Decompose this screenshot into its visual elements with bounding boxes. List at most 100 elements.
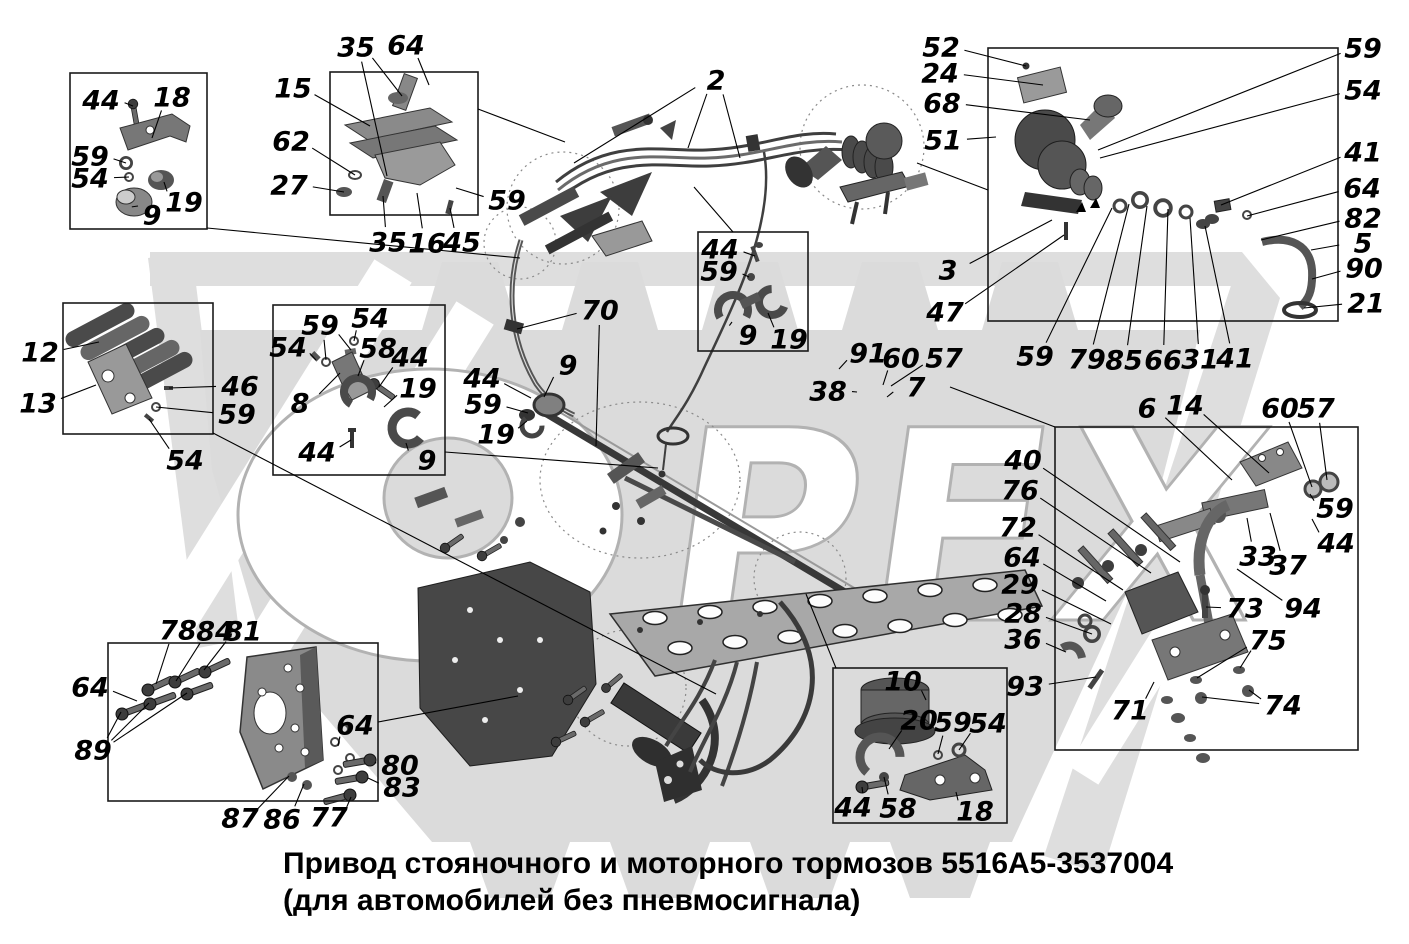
- part-label-83: 83: [383, 772, 421, 803]
- front-valve-sketch: [518, 113, 676, 257]
- part-label-2: 2: [707, 65, 726, 96]
- connector-line: [377, 695, 519, 723]
- leader-line: [405, 442, 409, 451]
- leader-line: [294, 783, 305, 807]
- leader-line: [1309, 493, 1315, 501]
- sketch-boot-lever: [65, 302, 193, 423]
- part-label-89: 89: [74, 735, 112, 766]
- pipe-bundle: [555, 131, 849, 200]
- part-label-59: 59: [934, 707, 972, 738]
- part-label-57: 57: [925, 343, 963, 374]
- leader-line: [1239, 650, 1252, 669]
- leader-line: [374, 761, 377, 764]
- leader-line: [155, 406, 214, 414]
- leader-line: [124, 102, 134, 107]
- leader-line: [1248, 689, 1262, 700]
- part-label-75: 75: [1249, 625, 1287, 656]
- part-label-70: 70: [581, 295, 619, 326]
- leader-line: [311, 147, 356, 176]
- leader-line: [346, 796, 352, 808]
- leader-line: [1303, 303, 1343, 309]
- leader-line: [110, 702, 150, 741]
- connector-line: [212, 432, 717, 695]
- part-label-5: 5: [1354, 228, 1373, 259]
- connector-line: [949, 386, 1056, 428]
- part-label-64: 64: [1003, 542, 1041, 573]
- callout-box-brake-crane: [987, 47, 1339, 322]
- leader-line: [1163, 208, 1169, 346]
- leader-line: [1042, 467, 1181, 563]
- part-label-59: 59: [1316, 493, 1354, 524]
- part-label-19: 19: [477, 419, 515, 450]
- leader-line: [1048, 676, 1097, 685]
- part-label-38: 38: [809, 376, 847, 407]
- leader-line: [1288, 421, 1313, 488]
- leader-line: [838, 359, 848, 370]
- connector-line: [477, 108, 566, 143]
- hanging-cable-sketch: [656, 151, 768, 471]
- part-label-40: 40: [1003, 445, 1042, 476]
- part-label-36: 36: [1004, 624, 1042, 655]
- part-label-44: 44: [81, 85, 120, 116]
- leader-line: [1042, 563, 1107, 602]
- leader-line: [969, 219, 1053, 264]
- part-label-41: 41: [1215, 343, 1254, 374]
- leader-line: [1319, 422, 1328, 481]
- leader-line: [1196, 646, 1248, 679]
- part-label-9: 9: [143, 200, 162, 231]
- part-label-44: 44: [390, 342, 429, 373]
- leader-line: [1269, 512, 1281, 551]
- part-label-90: 90: [1345, 253, 1383, 284]
- part-label-8: 8: [291, 388, 310, 419]
- part-label-15: 15: [274, 73, 312, 104]
- main-assembly-sketch: [414, 84, 1044, 804]
- part-label-12: 12: [21, 337, 59, 368]
- leader-line: [882, 370, 889, 386]
- leader-line: [966, 136, 997, 140]
- leader-line: [163, 181, 168, 192]
- part-label-10: 10: [884, 666, 922, 697]
- leader-line: [1311, 518, 1320, 533]
- leader-line: [148, 418, 170, 450]
- part-label-60: 60: [1261, 393, 1299, 424]
- callout-box-gasket-cover: [329, 71, 479, 216]
- part-label-72: 72: [999, 512, 1037, 543]
- part-label-64: 64: [387, 30, 425, 61]
- part-label-9: 9: [418, 445, 437, 476]
- leader-line: [378, 367, 394, 388]
- part-label-79: 79: [1068, 344, 1106, 375]
- part-label-78: 78: [159, 615, 197, 646]
- leader-line: [888, 730, 903, 750]
- leader-line: [861, 786, 864, 794]
- part-label-19: 19: [770, 324, 808, 355]
- leader-line: [1039, 497, 1152, 574]
- part-label-44: 44: [1316, 528, 1355, 559]
- leader-line: [1260, 220, 1340, 241]
- part-label-86: 86: [263, 804, 301, 835]
- part-label-93: 93: [1006, 671, 1044, 702]
- leader-line: [312, 186, 345, 193]
- part-label-41: 41: [1343, 137, 1382, 168]
- part-label-18: 18: [153, 82, 191, 113]
- leader-line: [1045, 207, 1113, 343]
- leader-line: [1204, 225, 1231, 344]
- callout-box-lever-valve: [1054, 426, 1359, 751]
- part-label-59: 59: [1016, 341, 1054, 372]
- leader-line: [728, 321, 733, 326]
- leader-line: [516, 312, 577, 330]
- connector-line: [206, 227, 521, 259]
- leader-line: [1145, 681, 1155, 699]
- part-label-31: 31: [1181, 344, 1219, 375]
- leader-line: [921, 690, 927, 701]
- part-label-59: 59: [700, 256, 738, 287]
- leader-line: [1246, 517, 1252, 542]
- leader-line: [517, 420, 528, 429]
- part-label-35: 35: [337, 32, 375, 63]
- leader-line: [506, 406, 529, 414]
- part-label-76: 76: [1001, 475, 1039, 506]
- part-label-59: 59: [488, 185, 526, 216]
- leader-line: [113, 176, 130, 179]
- part-label-28: 28: [1004, 598, 1042, 629]
- part-label-94: 94: [1284, 593, 1322, 624]
